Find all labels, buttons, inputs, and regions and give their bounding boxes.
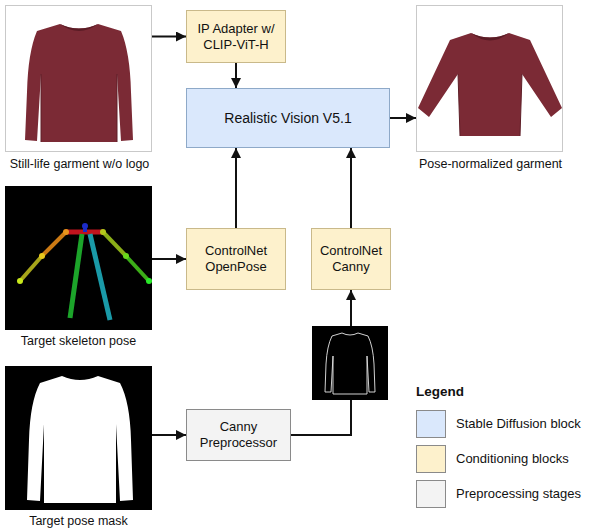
legend-swatch <box>416 410 446 438</box>
box-label: Realistic Vision V5.1 <box>224 110 351 127</box>
box-label: ControlNet OpenPose <box>193 243 279 274</box>
image-caption: Target pose mask <box>29 514 128 528</box>
legend-swatch <box>416 445 446 473</box>
image-node: Pose-normalized garment <box>416 5 563 152</box>
arrow-connector <box>235 148 237 228</box>
arrow-connector <box>235 63 237 88</box>
arrow-connector <box>152 36 186 38</box>
arrow-connector <box>350 148 352 228</box>
image-caption: Target skeleton pose <box>21 334 136 348</box>
legend-text: Preprocessing stages <box>456 486 581 502</box>
box-label: Canny Preprocessor <box>193 419 284 450</box>
image-caption: Pose-normalized garment <box>419 157 562 171</box>
garment-photo <box>5 5 152 152</box>
conditioning-box: ControlNet Canny <box>311 228 391 290</box>
arrow-connector <box>152 258 186 260</box>
image-node: Target skeleton pose <box>5 186 152 330</box>
conditioning-box: ControlNet OpenPose <box>186 228 286 290</box>
legend-text: Conditioning blocks <box>456 451 569 467</box>
box-label: ControlNet Canny <box>318 243 384 274</box>
canny-edge-image <box>312 326 388 400</box>
pose-mask-image <box>5 366 152 510</box>
diffusion-box: Realistic Vision V5.1 <box>186 88 390 148</box>
conditioning-box: IP Adapter w/ CLIP-ViT-H <box>186 10 286 63</box>
skeleton-pose-image <box>5 186 152 330</box>
preprocessing-box: Canny Preprocessor <box>186 409 291 461</box>
legend-text: Stable Diffusion block <box>456 416 581 432</box>
image-node: Target pose mask <box>5 366 152 510</box>
legend-title: Legend <box>416 384 464 399</box>
box-label: IP Adapter w/ CLIP-ViT-H <box>193 21 279 52</box>
posed-garment-photo <box>416 5 563 152</box>
image-node: Still-life garment w/o logo <box>5 5 152 152</box>
arrow-connector <box>152 434 186 436</box>
image-caption: Still-life garment w/o logo <box>10 157 150 171</box>
legend-swatch <box>416 480 446 508</box>
arrow-connector <box>390 117 416 119</box>
